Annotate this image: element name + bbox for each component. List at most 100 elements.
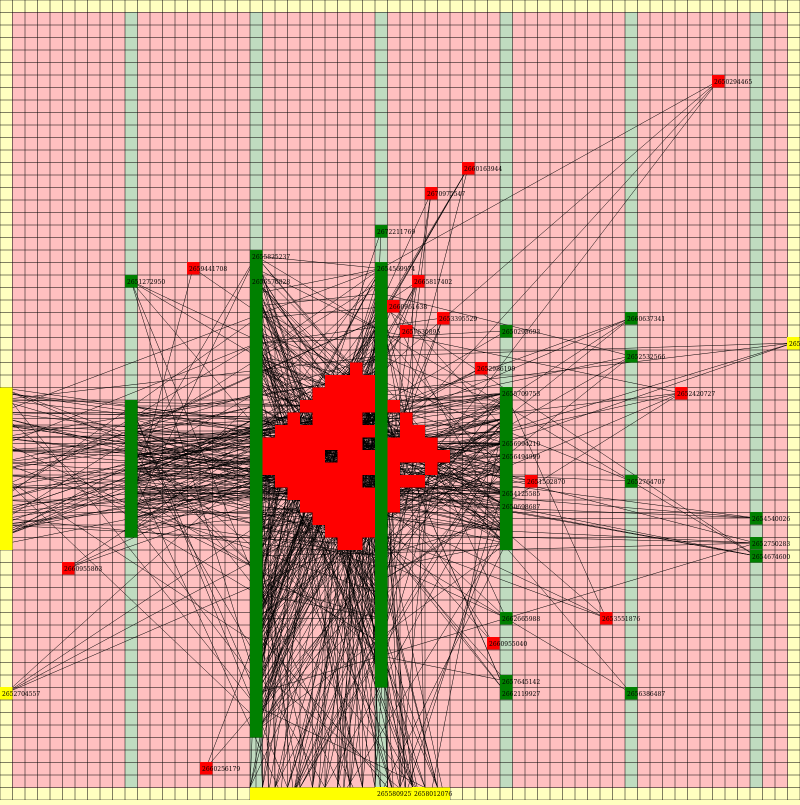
green-node <box>500 525 513 538</box>
node-box <box>500 612 513 625</box>
graph-edge <box>255 543 313 788</box>
node-box <box>625 475 638 488</box>
red-cluster-node <box>350 425 363 438</box>
red-cluster-node <box>325 437 338 450</box>
graph-edge <box>368 342 794 394</box>
graph-edge <box>0 405 319 513</box>
graph-node-red: 2660955040 <box>487 637 527 650</box>
yellow-node <box>400 787 413 800</box>
node-label: 2657 <box>789 341 800 348</box>
green-node <box>375 575 388 588</box>
green-node <box>250 675 263 688</box>
red-cluster-node <box>287 412 300 425</box>
node-label: 2655825237 <box>252 254 290 261</box>
red-cluster-node <box>325 475 338 488</box>
node-box <box>475 362 488 375</box>
graph-edge <box>293 593 382 794</box>
red-cluster-node <box>437 450 450 463</box>
green-node <box>250 262 263 275</box>
red-cluster-node <box>337 450 350 463</box>
green-node <box>250 287 263 300</box>
graph-edge <box>0 424 132 432</box>
node-label: 2650698687 <box>502 504 540 511</box>
graph-edge <box>293 630 382 794</box>
green-node <box>250 612 263 625</box>
node-box <box>500 500 513 513</box>
node-label: 2652532566 <box>627 354 665 361</box>
red-cluster-node <box>325 462 338 475</box>
graph-edge <box>330 80 719 507</box>
green-node <box>375 350 388 363</box>
red-cluster-node <box>312 400 325 413</box>
red-cluster-node <box>350 512 363 525</box>
graph-node-green: 2652532566 <box>625 350 665 363</box>
green-node <box>500 462 513 475</box>
green-node <box>500 425 513 438</box>
green-node <box>250 412 263 425</box>
red-cluster-node <box>387 500 400 513</box>
node-label: 2650294465 <box>714 79 752 86</box>
graph-edge <box>393 455 507 519</box>
yellow-node <box>0 437 13 450</box>
node-label: 2654540026 <box>752 516 790 523</box>
green-node <box>125 400 138 413</box>
node-label: 2658012076 <box>414 791 452 798</box>
graph-edge <box>505 517 757 519</box>
red-cluster-node <box>425 450 438 463</box>
red-cluster-node <box>325 425 338 438</box>
graph-edge <box>255 330 363 788</box>
green-node <box>250 362 263 375</box>
graph-node-red: 2660955863 <box>62 562 102 575</box>
green-node <box>500 537 513 550</box>
green-node <box>500 400 513 413</box>
node-box <box>487 637 500 650</box>
node-box <box>375 787 388 800</box>
graph-edge <box>380 543 507 569</box>
node-label: 2660256179 <box>202 766 240 773</box>
graph-node-green: 2654125585 <box>500 487 540 500</box>
yellow-node <box>425 787 438 800</box>
node-box <box>625 350 638 363</box>
green-node <box>250 712 263 725</box>
graph-node-red: 2652986199 <box>475 362 515 375</box>
graph-edge <box>393 342 794 482</box>
green-node <box>125 462 138 475</box>
green-node <box>125 475 138 488</box>
yellow-node <box>0 512 13 525</box>
graph-edge <box>380 330 682 394</box>
red-cluster-node <box>312 412 325 425</box>
node-box <box>500 675 513 688</box>
graph-node-green: 2655709753 <box>500 387 540 400</box>
red-cluster-node <box>312 450 325 463</box>
yellow-node <box>0 525 13 538</box>
node-box <box>250 275 263 288</box>
red-cluster-node <box>400 450 413 463</box>
green-node <box>250 425 263 438</box>
graph-edge <box>0 405 319 526</box>
red-cluster-node <box>287 487 300 500</box>
graph-edge <box>380 355 507 407</box>
red-cluster-node <box>400 437 413 450</box>
green-node <box>250 550 263 563</box>
node-box <box>500 387 513 400</box>
red-cluster-node <box>287 425 300 438</box>
node-label: 2652420727 <box>677 391 715 398</box>
red-cluster-node <box>300 500 313 513</box>
green-node <box>250 512 263 525</box>
green-node <box>250 475 263 488</box>
node-box <box>375 225 388 238</box>
green-node <box>125 412 138 425</box>
node-box <box>125 275 138 288</box>
green-node <box>375 437 388 450</box>
graph-node-red: 2653395529 <box>437 312 477 325</box>
red-cluster-node <box>362 500 375 513</box>
graph-edge <box>380 293 632 357</box>
red-cluster-node <box>387 462 400 475</box>
graph-node-red: 2652420727 <box>675 387 715 400</box>
node-box <box>750 512 763 525</box>
green-node <box>250 350 263 363</box>
node-box <box>412 787 425 800</box>
node-label: 2656494999 <box>502 454 540 461</box>
graph-edge <box>368 530 607 619</box>
red-cluster-node <box>400 475 413 488</box>
